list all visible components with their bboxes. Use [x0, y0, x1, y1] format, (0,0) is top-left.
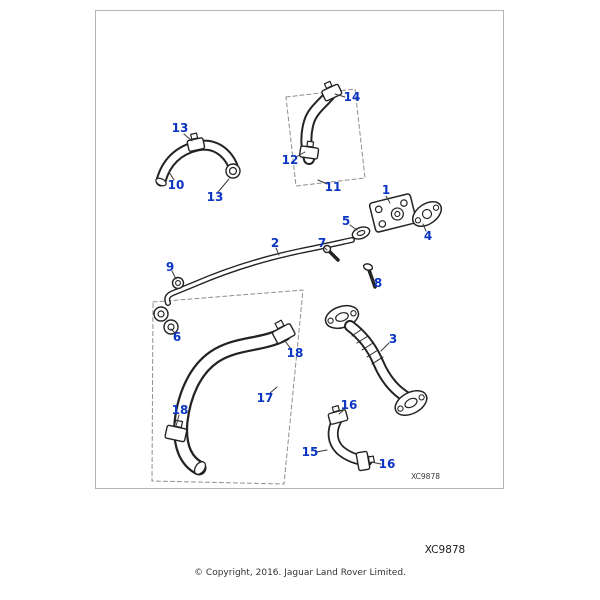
- part-12-clamp: [298, 140, 320, 160]
- part-16-clamp-b: [355, 450, 375, 472]
- part-9-clamp: [171, 276, 185, 290]
- part-13-clamp-a: [186, 132, 206, 152]
- part-8-bolt: [362, 263, 377, 289]
- part-17-hose: [173, 326, 292, 476]
- part-16-clamp-a: [327, 404, 349, 425]
- part-1-valve: [368, 193, 418, 233]
- diagram-code-caption: XC9878: [424, 544, 466, 556]
- part-18-clamp-b: [164, 419, 188, 443]
- part-18-clamp-a: [271, 319, 296, 344]
- part-7-bolt: [322, 244, 340, 262]
- part-4-flange: [411, 200, 443, 228]
- part-14-clamp: [321, 80, 343, 102]
- copyright-text: © Copyright, 2016. Jaguar Land Rover Lim…: [194, 568, 406, 578]
- diagram-frame: [95, 10, 504, 489]
- diagram-code: XC9878: [411, 472, 440, 481]
- part-13-clamp-b: [225, 163, 241, 179]
- leader-lines: [168, 93, 427, 465]
- part-3-pipe: [324, 304, 428, 416]
- part-10-hose: [155, 139, 239, 187]
- part-6-flange: [153, 306, 179, 335]
- dashed-box-17: [151, 289, 304, 485]
- part-2-pipe: [164, 237, 355, 306]
